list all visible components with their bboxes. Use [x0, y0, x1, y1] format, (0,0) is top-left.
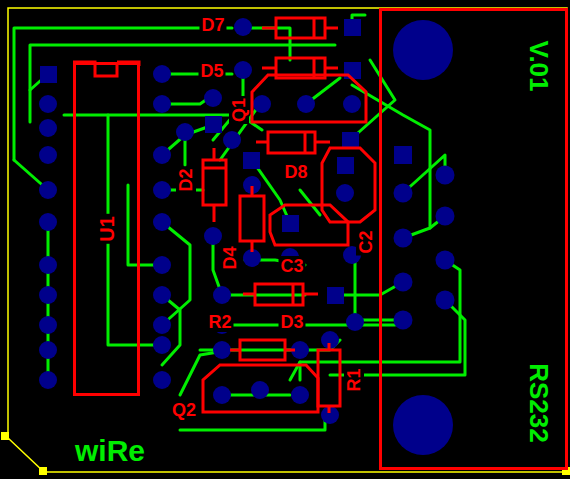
part-label: C3: [278, 256, 305, 276]
part-label: D5: [198, 61, 225, 81]
part-label: R1: [344, 366, 364, 393]
part-label: D3: [278, 312, 305, 332]
solder-pads: [39, 18, 455, 455]
connector-label: RS232: [525, 361, 553, 445]
part-label: Q1: [229, 96, 249, 124]
part-label: D8: [282, 162, 309, 182]
silkscreen-outlines: [73, 18, 375, 413]
part-label: R2: [206, 312, 233, 332]
part-label: D7: [199, 15, 226, 35]
board-name: wiRe: [73, 435, 147, 467]
part-label: D4: [220, 244, 240, 271]
version-label: V.01: [525, 38, 553, 93]
chip-outline: U1: [73, 62, 140, 396]
board-outline: [8, 8, 567, 472]
part-label: Q2: [170, 400, 198, 420]
copper-traces: [14, 15, 465, 430]
part-label: U1: [96, 214, 118, 244]
connector-outline: V.01RS232: [379, 8, 568, 470]
part-label: C2: [356, 228, 376, 255]
part-label: D2: [176, 166, 196, 193]
